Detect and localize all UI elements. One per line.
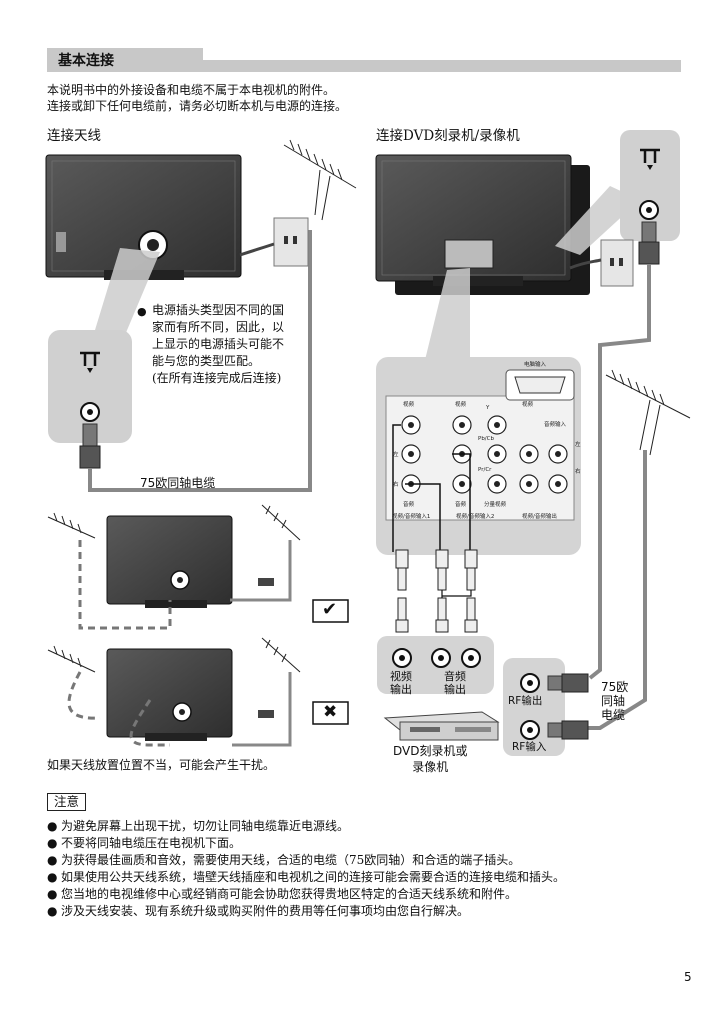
pc-input-label: 电脑输入: [524, 362, 547, 368]
av-out-label: 视频/音频输出: [522, 514, 557, 520]
pr-label: Pr/Cr: [478, 467, 492, 473]
antenna-symbol-icon: [80, 351, 100, 373]
note-item: ●涉及天线安装、现有系统升级或购买附件的费用等任何事项均由您自行解决。: [47, 904, 470, 918]
tv-bad-placement: [106, 648, 233, 741]
intro-line-1: 本说明书中的外接设备和电缆不属于本电视机的附件。: [47, 83, 336, 97]
page-number: 5: [684, 970, 692, 984]
header-tab: [47, 48, 203, 72]
right-label-2: 右: [575, 469, 581, 475]
av-in1-label: 视频/音频输入1: [392, 514, 431, 520]
correct-mark-box: [312, 599, 349, 623]
bullet-icon: ●: [47, 836, 58, 850]
interference-note: 如果天线放置位置不当，可能会产生干扰。: [47, 758, 276, 772]
rf-out-label: RF输出: [508, 695, 543, 707]
audio-label-2: 音频: [455, 502, 467, 508]
audio-out-label: 音频 输出: [444, 670, 466, 696]
check-icon: ✔: [322, 599, 338, 620]
bullet-icon: ●: [47, 887, 58, 901]
right-label: 右: [393, 482, 399, 488]
note-item: ●您当地的电视维修中心或经销商可能会协助您获得贵地区特定的合适天线系统和附件。: [47, 887, 518, 901]
av-in2-label: 视频/音频输入2: [456, 514, 495, 520]
plug-note-line-2: 家而有所不同，因此，以: [152, 320, 285, 334]
video-label-2: 视频: [455, 402, 467, 408]
bullet-icon: ●: [137, 305, 147, 318]
video-label-1: 视频: [403, 402, 415, 408]
plug-note-line-5: (在所有连接完成后连接): [152, 371, 282, 385]
notes-title: 注意: [47, 793, 87, 811]
dvd-recorder-icon: [383, 711, 500, 741]
section-dvd-title: 连接DVD刻录机/录像机: [376, 128, 520, 144]
video-label-3: 视频: [522, 402, 534, 408]
y-label: Y: [486, 405, 490, 411]
pb-label: Pb/Cb: [478, 436, 494, 442]
wall-outlet-icon: [273, 217, 309, 267]
note-item: ●如果使用公共天线系统，墙壁天线插座和电视机之间的连接可能会需要合适的连接电缆和…: [47, 870, 566, 884]
video-out-label: 视频 输出: [390, 670, 412, 696]
rf-in-label: RF输入: [512, 741, 547, 753]
left-label: 左: [393, 452, 399, 458]
plug-note-line-3: 上显示的电源插头可能不: [152, 337, 285, 351]
tv-back-right: [375, 154, 590, 295]
bullet-icon: ●: [47, 904, 58, 918]
note-item: ●不要将同轴电缆压在电视机下面。: [47, 836, 242, 850]
section-antenna-title: 连接天线: [47, 128, 101, 144]
note-item: ●为获得最佳画质和音效，需要使用天线，合适的电缆（75欧同轴）和合适的端子插头。: [47, 853, 521, 867]
note-item: ●为避免屏幕上出现干扰，切勿让同轴电缆靠近电源线。: [47, 819, 350, 833]
outdoor-antenna-icon: [283, 139, 357, 221]
outdoor-antenna-icon: [605, 369, 691, 456]
antenna-symbol-icon: [640, 148, 660, 170]
component-label: 分量视频: [484, 502, 507, 508]
audio-in-label: 音频输入: [544, 422, 567, 428]
rf-cable-label: 75欧 同轴 电缆: [601, 680, 629, 722]
header-bar: [47, 60, 681, 72]
wrong-mark-box: [312, 701, 349, 725]
cross-icon: ✖: [323, 702, 338, 722]
audio-label-1: 音频: [403, 502, 415, 508]
tv-good-placement: [106, 515, 233, 608]
page-title: 基本连接: [58, 53, 114, 69]
coax-cable-label: 75欧同轴电缆: [140, 476, 216, 490]
bullet-icon: ●: [47, 870, 58, 884]
recorder-device-label: DVD刻录机或 录像机: [393, 744, 468, 774]
intro-line-2: 连接或卸下任何电缆前，请务必切断本机与电源的连接。: [47, 99, 348, 113]
wall-outlet-icon: [600, 239, 634, 287]
plug-note-line-4: 能与您的类型匹配。: [152, 354, 261, 368]
bullet-icon: ●: [47, 819, 58, 833]
left-label-2: 左: [575, 442, 581, 448]
plug-note-line-1: 电源插头类型因不同的国: [152, 303, 285, 317]
bullet-icon: ●: [47, 853, 58, 867]
